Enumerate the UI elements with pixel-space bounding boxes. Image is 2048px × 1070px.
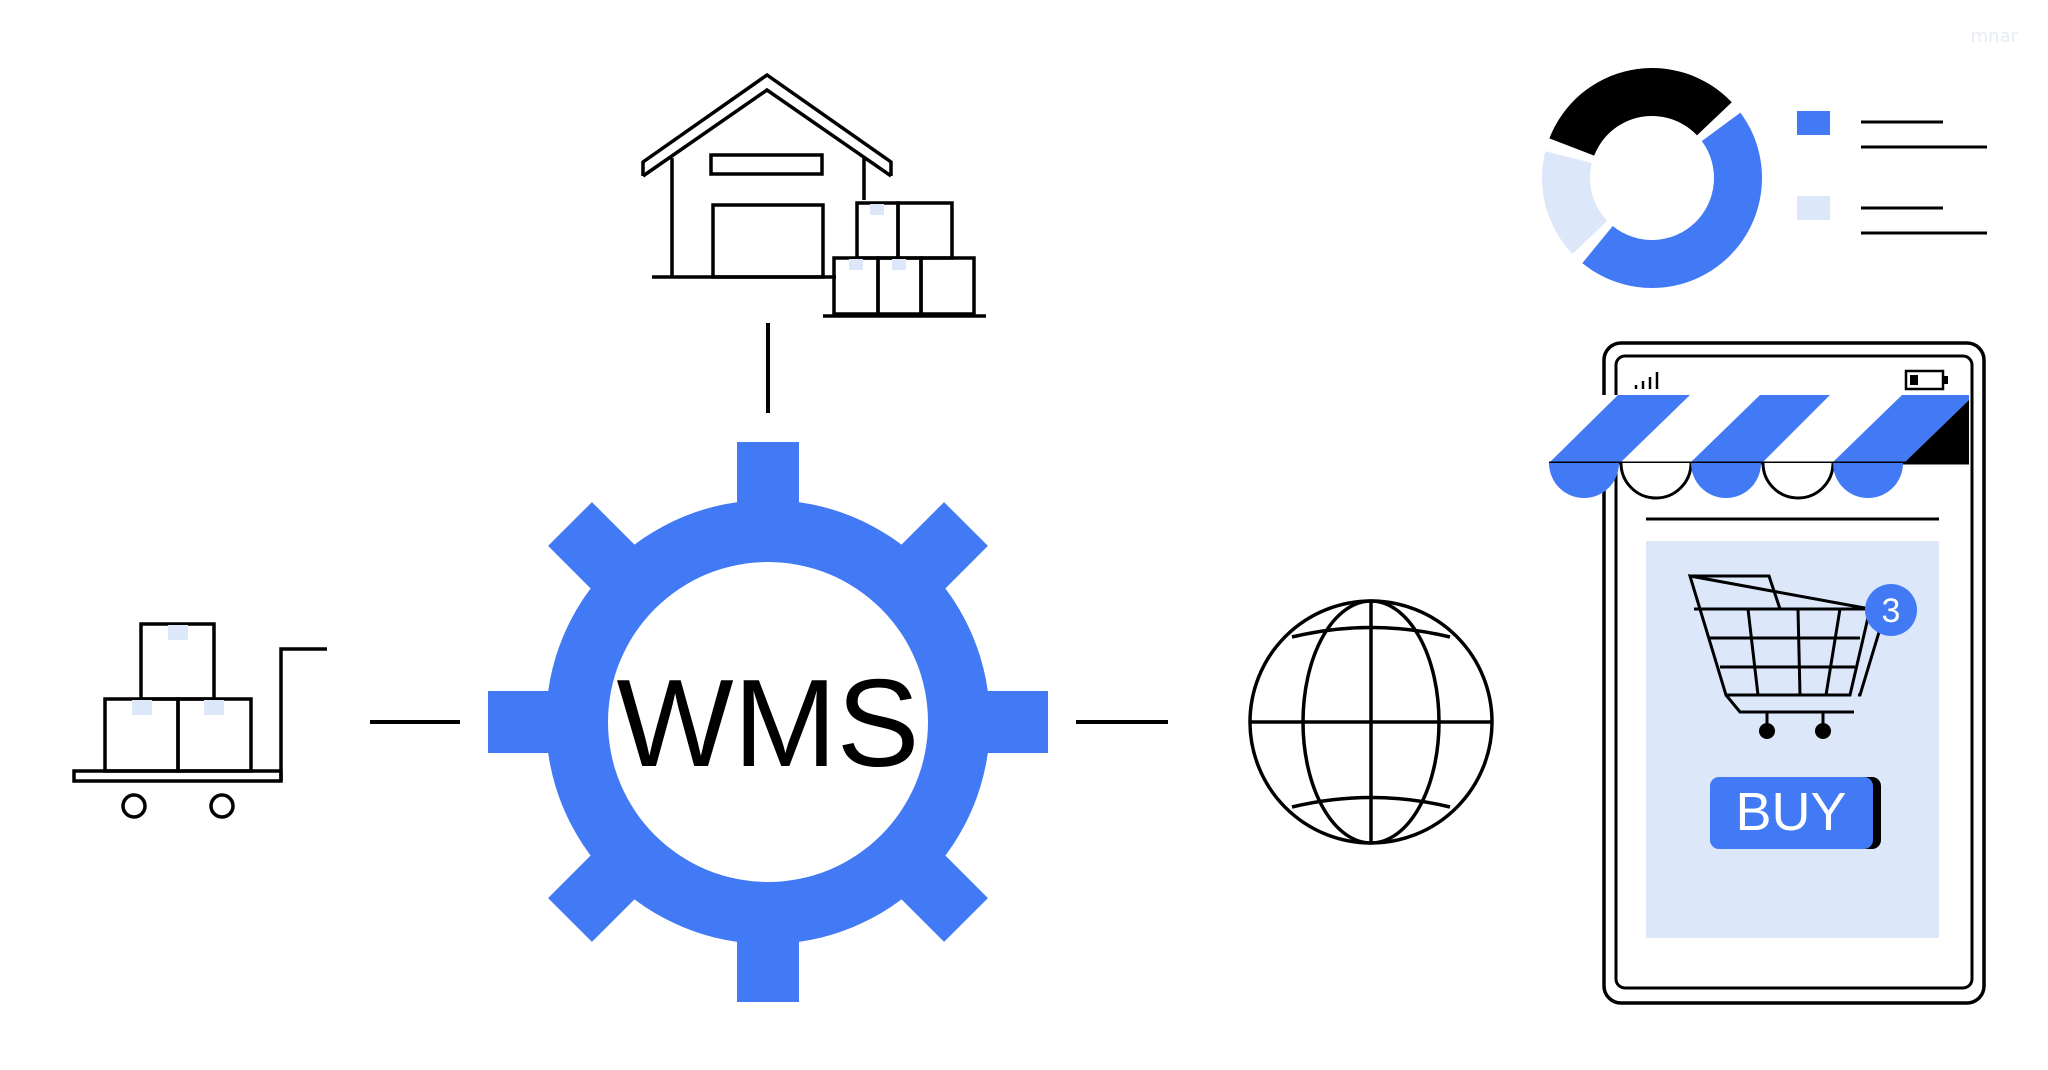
- legend-swatch-blue: [1797, 111, 1830, 135]
- cart-badge-count: 3: [1882, 592, 1901, 630]
- connector-lines: [370, 323, 1168, 724]
- hand-truck-tapes: [132, 625, 224, 715]
- warehouse-icon: [641, 72, 986, 318]
- wms-gear: WMS: [488, 442, 1048, 1002]
- awning: [1549, 395, 1969, 500]
- chart-legend: [1797, 111, 1987, 235]
- hand-truck-boxes-icon: [72, 622, 327, 819]
- gear-icon: [488, 442, 1048, 1002]
- phone-screen: [1614, 354, 1974, 990]
- buy-button-label: BUY: [1735, 782, 1846, 842]
- signal-icon: [1634, 372, 1659, 389]
- cart-wheel: [1815, 723, 1831, 739]
- phone-storefront-icon: 3 BUY: [1549, 341, 1986, 1005]
- donut-segment-2: [1549, 68, 1732, 156]
- globe-icon: [1248, 599, 1494, 845]
- watermark-text: mnar: [1971, 26, 2019, 47]
- hub-label: WMS: [616, 655, 919, 793]
- cart-wheel: [1759, 723, 1775, 739]
- battery-icon: [1904, 369, 1948, 391]
- warehouse-tapes: [849, 204, 906, 270]
- donut-segment-1: [1542, 151, 1608, 254]
- donut-segment-0: [1582, 112, 1762, 288]
- cart-badge: 3: [1865, 584, 1917, 636]
- donut-chart-icon: [1542, 68, 1762, 288]
- buy-button[interactable]: BUY: [1710, 777, 1881, 849]
- legend-swatch-light: [1797, 196, 1830, 220]
